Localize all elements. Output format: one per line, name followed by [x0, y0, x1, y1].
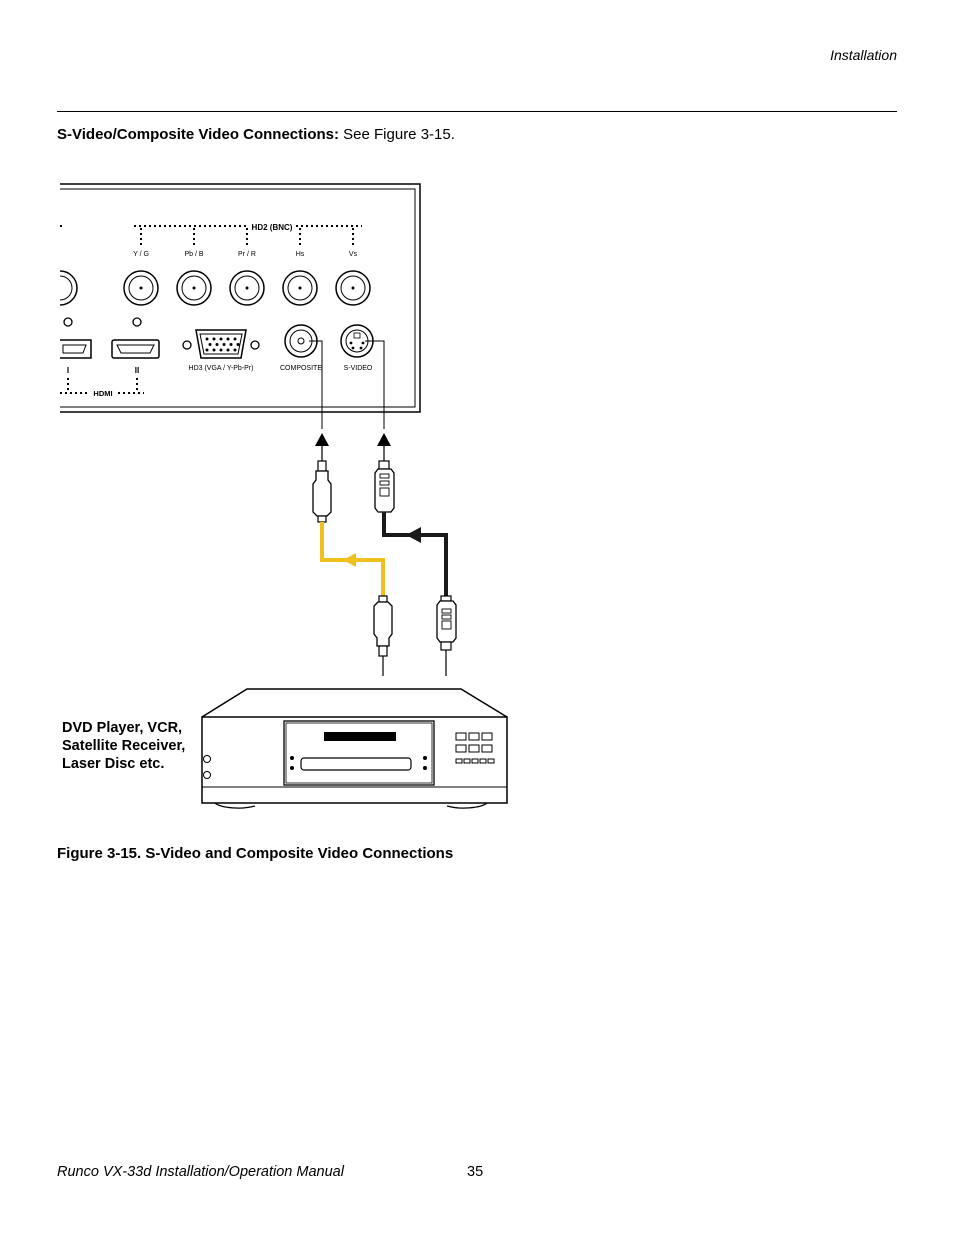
figure-caption: Figure 3-15. S-Video and Composite Video…: [57, 845, 454, 862]
composite-cable: [312, 433, 393, 676]
bnc-label-pb-b: Pb / B: [184, 251, 203, 258]
hdmi-port-1: [60, 339, 92, 359]
bnc-connector-pr-r: [229, 270, 265, 306]
bnc-connector-y-g: [123, 270, 159, 306]
bnc-connector-hs: [282, 270, 318, 306]
bnc-group-label: HD2 (BNC): [252, 223, 293, 232]
connection-diagram: HD2 (BNC) Y / G Pb / B Pr / R Hs Vs: [59, 183, 508, 809]
composite-label: COMPOSITE: [280, 365, 322, 372]
source-device-label: DVD Player, VCR, Satellite Receiver, Las…: [62, 720, 186, 772]
footer-manual-title: Runco VX-33d Installation/Operation Manu…: [57, 1164, 344, 1180]
hdmi-group-label: HDMI: [93, 389, 112, 398]
intro-heading: S-Video/Composite Video Connections:: [57, 126, 339, 143]
hdmi-numeral-1: I: [67, 366, 69, 375]
svideo-label: S-VIDEO: [344, 365, 373, 372]
footer-page-number: 35: [467, 1164, 484, 1180]
hdmi-port-2: [111, 339, 160, 359]
intro-paragraph: S-Video/Composite Video Connections: See…: [57, 126, 455, 143]
bnc-label-vs: Vs: [349, 251, 358, 258]
dvd-player-illustration: [201, 688, 508, 809]
bnc-connector-vs: [335, 270, 371, 306]
bnc-label-y-g: Y / G: [133, 251, 149, 258]
header-rule: [57, 111, 897, 112]
hdmi-numeral-2: II: [135, 366, 139, 375]
hd3-label: HD3 (VGA / Y-Pb-Pr): [189, 365, 254, 372]
bnc-label-pr-r: Pr / R: [238, 251, 256, 258]
vga-port-hd3: [182, 329, 260, 359]
intro-text: See Figure 3-15.: [338, 126, 455, 143]
bnc-connector-pb-b: [176, 270, 212, 306]
bnc-label-hs: Hs: [296, 251, 305, 258]
svideo-cable: [374, 433, 457, 676]
section-header: Installation: [830, 47, 897, 63]
projector-rear-panel: HD2 (BNC) Y / G Pb / B Pr / R Hs Vs: [59, 183, 421, 413]
